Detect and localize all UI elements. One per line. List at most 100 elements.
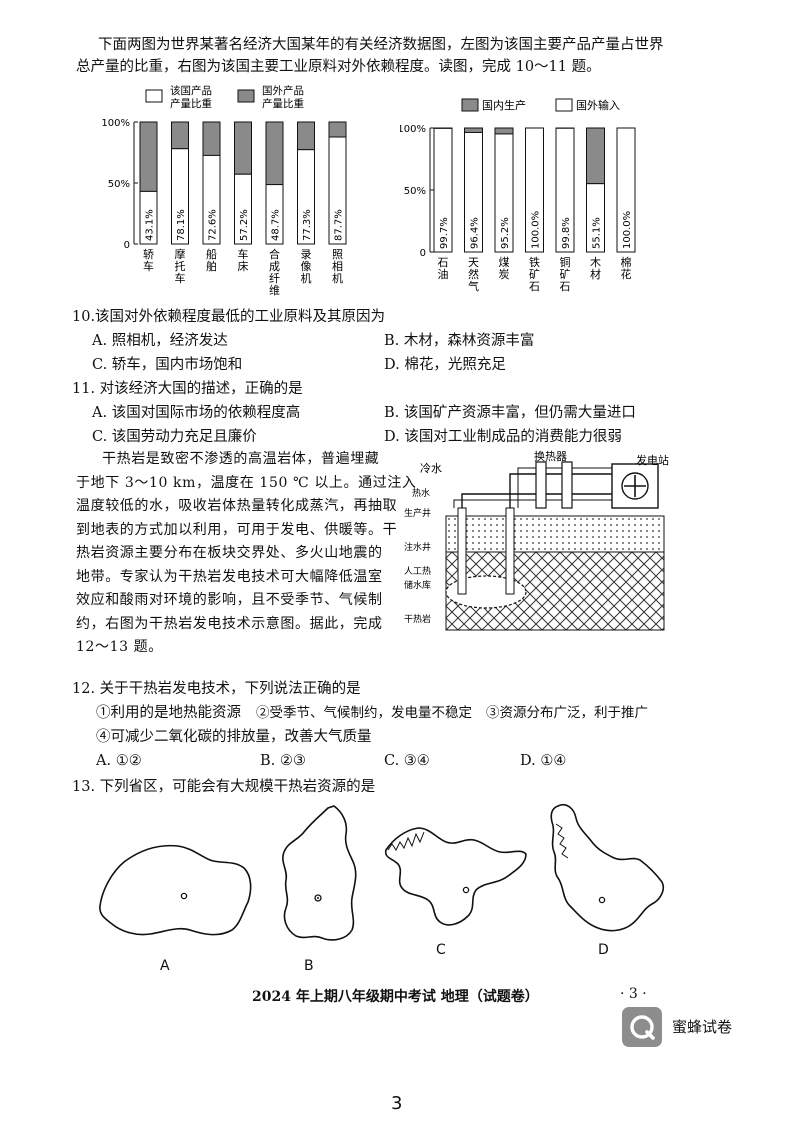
q10-option-c[interactable]: C. 轿车，国内市场饱和: [92, 357, 243, 373]
left-bar-upper: [202, 121, 221, 156]
right-category-label: 矿: [560, 268, 571, 281]
right-legend-swatch-domestic: [461, 98, 479, 112]
diagram-label-hot-water: 热水: [412, 487, 430, 499]
right-category-label: 炭: [499, 268, 510, 281]
q12-statement-4: ④可减少二氧化碳的排放量，改善大气质量: [96, 729, 372, 745]
q12-option-b[interactable]: B. ②③: [260, 753, 306, 769]
q12-option-a[interactable]: A. ①②: [96, 753, 142, 769]
province-map-a[interactable]: [92, 820, 262, 948]
passage-line: 干热岩是致密不渗透的高温岩体，普遍埋藏: [102, 451, 380, 467]
right-category-label: 花: [621, 268, 632, 281]
left-legend-foreign-1: 国外产品: [262, 84, 304, 97]
province-b-outline: [282, 805, 357, 941]
left-category-label: 像: [301, 260, 312, 273]
right-bar-lower: [464, 131, 483, 253]
province-map-b[interactable]: [262, 800, 372, 950]
passage: 干热岩是致密不渗透的高温岩体，普遍埋藏 于地下 3～10 km，温度在 150 …: [76, 448, 417, 660]
q11-option-d[interactable]: D. 该国对工业制成品的消费能力很弱: [384, 429, 622, 445]
province-map-d[interactable]: [540, 798, 670, 944]
right-bar-upper: [494, 127, 514, 135]
right-bar-lower: [494, 133, 514, 253]
left-data-label: 43.1%: [145, 209, 156, 241]
left-category-label: 舶: [206, 260, 217, 273]
left-category-label: 纤: [269, 272, 280, 285]
q10-option-b[interactable]: B. 木材，森林资源丰富: [384, 333, 535, 349]
q11-option-b[interactable]: B. 该国矿产资源丰富，但仍需大量进口: [384, 405, 636, 421]
diagram-label-injection-well: 注水井: [404, 541, 431, 553]
brand-logo: [622, 1007, 662, 1047]
left-ytick-label: 100%: [101, 118, 130, 129]
left-category-label: 车: [143, 259, 154, 273]
province-c-capital-dot: [462, 886, 470, 894]
intro-line-2: 总产量的比重，右图为该国主要工业原料对外依赖程度。读图，完成 10～11 题。: [76, 59, 601, 75]
province-a-capital-dot: [180, 892, 188, 900]
left-data-label: 87.7%: [334, 209, 345, 241]
right-bar-lower: [433, 127, 453, 253]
q11-option-c[interactable]: C. 该国劳动力充足且廉价: [92, 429, 257, 445]
hot-dry-rock-diagram: 冷水 换热器 发电站 热水 生产井 注水井 人工热 储水库 干热岩: [404, 450, 669, 631]
map-label-a: A: [160, 958, 170, 974]
generator-cross: [624, 475, 646, 497]
passage-line: 于地下 3～10 km，温度在 150 ℃ 以上。通过注入: [76, 474, 417, 491]
left-chart-legend: 该国产品 产量比重 国外产品 产量比重: [145, 84, 304, 110]
pipe-outer: [453, 467, 638, 508]
left-category-label: 船: [206, 247, 217, 261]
left-category-label: 轿: [143, 247, 154, 261]
right-data-label: 96.4%: [470, 217, 481, 249]
province-a-outline: [99, 844, 252, 936]
page-number-small: · 3 ·: [620, 986, 647, 1002]
left-bar-lower: [234, 173, 252, 245]
right-category-label: 棉: [621, 255, 632, 269]
left-bar-upper: [328, 121, 347, 138]
left-bar-upper: [234, 121, 252, 175]
right-category-label: 煤: [499, 256, 510, 269]
province-map-c[interactable]: [380, 820, 530, 940]
q12-statement-1: ①利用的是地热能资源: [96, 705, 241, 721]
right-chart-axis: 100%50%0: [400, 124, 434, 259]
right-chart-legend: 国内生产 国外输入: [461, 98, 620, 112]
right-data-label: 100.0%: [531, 211, 542, 249]
left-category-label: 相: [332, 260, 343, 273]
intro-line-1: 下面两图为世界某著名经济大国某年的有关经济数据图，左图为该国主要产品产量占世界: [98, 37, 664, 53]
left-category-label: 床: [238, 259, 249, 273]
right-data-label: 100.0%: [622, 211, 633, 249]
province-b-capital-dot: [314, 894, 322, 902]
left-data-label: 57.2%: [239, 209, 250, 241]
diagram-label-hot-dry-rock: 干热岩: [404, 613, 431, 625]
intro-text: 下面两图为世界某著名经济大国某年的有关经济数据图，左图为该国主要产品产量占世界 …: [76, 34, 736, 78]
diagram-label-production-well: 生产井: [404, 507, 431, 519]
q12-statement-3: ③资源分布广泛，利于推广: [486, 705, 648, 721]
left-legend-swatch-foreign: [237, 89, 255, 103]
left-bar-lower: [202, 154, 221, 245]
diagram-label-power-station: 发电站: [636, 453, 669, 467]
brand-name: 蜜蜂试卷: [672, 1018, 733, 1036]
q12-option-c[interactable]: C. ③④: [384, 753, 430, 769]
diagram-label-heat-exchanger: 换热器: [534, 450, 567, 463]
map-label-b: B: [304, 958, 314, 974]
q10-option-a[interactable]: A. 照相机，经济发达: [92, 333, 228, 349]
q12-option-d[interactable]: D. ①④: [520, 753, 567, 769]
injection-well: [505, 507, 515, 595]
q10-stem: 10.该国对外依赖程度最低的工业原料及其原因为: [72, 309, 386, 325]
right-legend-swatch-foreign: [555, 98, 573, 112]
left-bar-upper: [297, 121, 315, 151]
q12-statement-2: ②受季节、气候制约，发电量不稳定: [256, 705, 472, 721]
diagram-label-cold-water: 冷水: [420, 462, 442, 475]
left-legend-foreign-2: 产量比重: [262, 97, 304, 110]
right-legend-domestic: 国内生产: [482, 98, 526, 112]
right-ytick-label: 0: [420, 248, 426, 259]
right-category-label: 矿: [529, 268, 540, 281]
right-category-label: 气: [468, 279, 479, 293]
right-category-label: 油: [438, 267, 449, 281]
q11-option-a[interactable]: A. 该国对国际市场的依赖程度高: [92, 405, 301, 421]
map-label-d: D: [598, 942, 609, 958]
province-d-jagged-border: [555, 823, 569, 859]
passage-line: 效应和酸雨对环境的影响，且不受季节、气候制: [76, 592, 383, 608]
right-chart-bars: 99.7%石油96.4%天然气95.2%煤炭100.0%铁矿石99.8%铜矿石5…: [433, 127, 636, 293]
left-ytick-label: 50%: [108, 179, 130, 190]
power-station-box: [611, 463, 659, 509]
q10-option-d[interactable]: D. 棉花，光照充足: [384, 357, 506, 373]
heat-exchanger-2: [561, 461, 573, 509]
right-ytick-label: 100%: [400, 124, 426, 135]
bottom-page-number: 3: [391, 1093, 403, 1114]
